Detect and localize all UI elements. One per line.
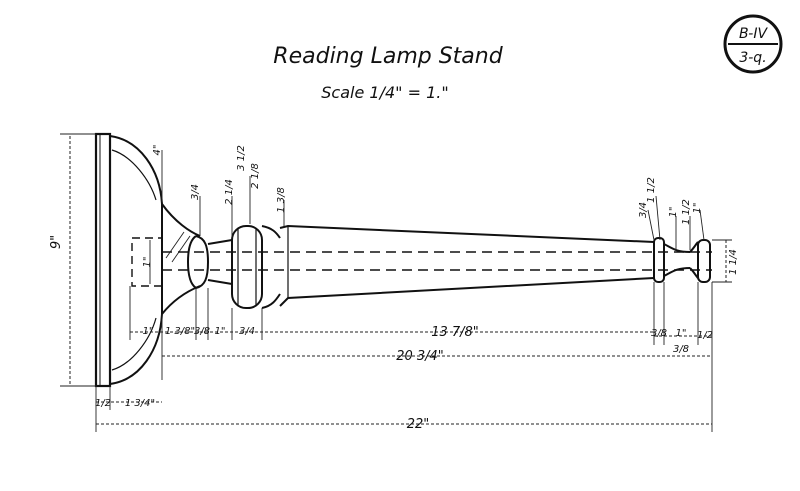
dim-bore: 1"	[142, 257, 153, 268]
dim-overall-length: 22"	[407, 417, 430, 432]
extension-lines	[60, 133, 732, 432]
dim-seg-right-3: 1/2	[697, 330, 713, 341]
dim-seg-1: 1"	[143, 326, 154, 337]
dim-dia-k: 1"	[692, 203, 703, 214]
dim-dia-d: 3 1/2	[236, 145, 247, 171]
dimension-lines	[69, 136, 727, 425]
dim-dia-j: 1 1/2	[681, 199, 692, 225]
dim-seg-3: 3/8	[194, 326, 210, 337]
stem-taper	[279, 224, 655, 307]
dim-base-thickness: 1/2	[95, 398, 111, 409]
dim-dia-h: 1 1/2	[646, 177, 657, 203]
dim-stem-length: 20 3/4"	[396, 349, 444, 364]
dim-dia-g: 3/4	[638, 202, 649, 218]
stem-right-turning	[653, 237, 711, 283]
sheet-badge: B-IV 3-q.	[723, 14, 783, 74]
dim-dia-end: 1 1/4	[728, 249, 739, 275]
drawing-title: Reading Lamp Stand	[273, 44, 503, 69]
dim-dia-b: 3/4	[190, 184, 201, 200]
dim-seg-4: 1"	[215, 326, 226, 337]
stem-left-turning	[186, 225, 281, 309]
dim-seg-5: 3/4	[239, 326, 255, 337]
center-bore	[131, 237, 712, 287]
dim-seg-right-1: 3/8	[651, 328, 667, 339]
badge-top: B-IV	[739, 26, 769, 42]
badge-bottom: 3-q.	[739, 50, 766, 66]
base-flare	[109, 135, 201, 385]
dim-dia-c: 2 1/4	[224, 179, 235, 205]
base-plate	[94, 132, 112, 388]
dim-dia-a: 4"	[152, 145, 163, 156]
dim-base-height: 9"	[49, 235, 64, 249]
dim-dia-f: 1 3/8	[276, 187, 287, 213]
dim-seg-right-sub: 3/8	[673, 344, 689, 355]
dim-seg-2: 1 3/8"	[165, 326, 195, 337]
diameter-leaders	[161, 150, 705, 263]
dim-seg-right-2: 1"	[676, 328, 687, 339]
dim-dia-i: 1"	[668, 207, 679, 218]
dim-base-flare: 1 3/4"	[125, 398, 155, 409]
dim-taper-length: 13 7/8"	[431, 325, 479, 340]
drawing-scale: Scale 1/4" = 1."	[321, 83, 448, 102]
dim-dia-e: 2 1/8	[250, 163, 261, 189]
